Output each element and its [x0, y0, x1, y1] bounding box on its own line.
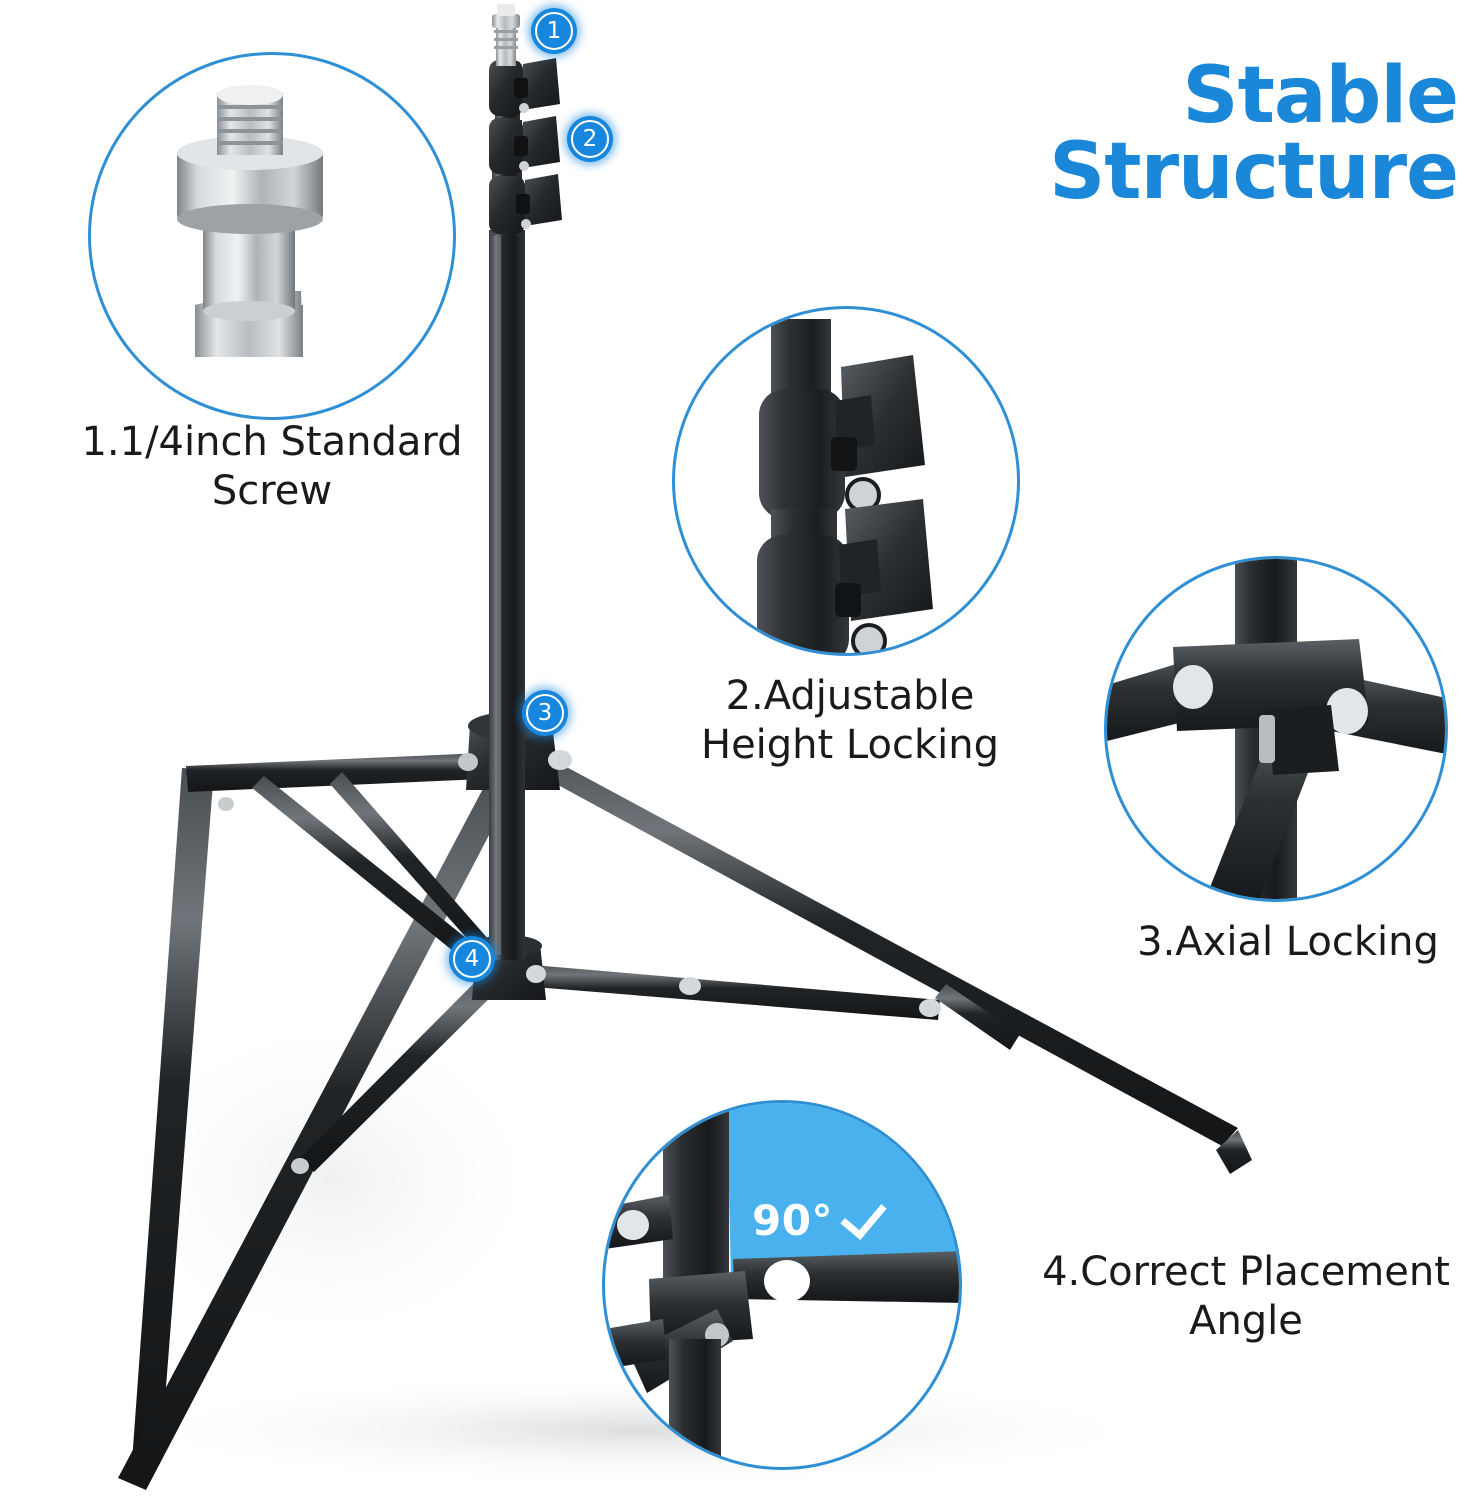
callout-badge-4[interactable]: 4 — [449, 936, 495, 982]
callout-badge-3-label: 3 — [526, 694, 564, 732]
placement-angle-graphic — [605, 1103, 959, 1467]
angle-value: 90° — [752, 1196, 833, 1245]
height-locking-knobs-inset — [672, 306, 1020, 656]
quarter-inch-screw-inset — [88, 52, 456, 420]
axial-locking-hub-inset — [1104, 556, 1448, 902]
page-title: Stable Structure — [1049, 51, 1459, 218]
axial-lock-graphic — [1107, 559, 1445, 899]
feature-caption-placement-angle: 4.Correct Placement Angle — [1042, 1249, 1450, 1344]
locking-knobs-graphic — [757, 319, 933, 653]
callout-badge-2[interactable]: 2 — [567, 116, 613, 162]
callout-badge-1[interactable]: 1 — [531, 8, 577, 54]
callout-badge-1-label: 1 — [535, 12, 573, 50]
callout-badge-2-label: 2 — [571, 120, 609, 158]
callout-badge-4-label: 4 — [453, 940, 491, 978]
angle-annotation: 90° — [752, 1191, 887, 1245]
callout-badge-3[interactable]: 3 — [522, 690, 568, 736]
feature-caption-axial-lock: 3.Axial Locking — [1137, 919, 1439, 965]
screw-graphic — [177, 85, 323, 357]
placement-angle-inset — [602, 1100, 962, 1470]
feature-caption-screw: 1.1/4inch Standard Screw — [81, 419, 463, 514]
page-title-line-2: Structure — [1049, 127, 1459, 218]
check-icon — [840, 1191, 887, 1240]
feature-caption-height-lock: 2.Adjustable Height Locking — [700, 673, 999, 768]
page-title-line-1: Stable — [1182, 51, 1459, 141]
